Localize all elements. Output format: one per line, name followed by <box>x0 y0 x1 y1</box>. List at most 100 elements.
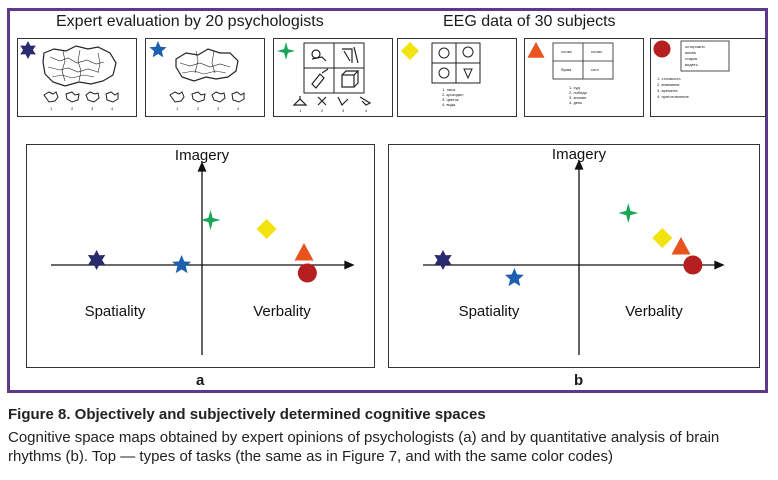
points-b <box>434 203 703 287</box>
jigsaw-lines <box>47 49 105 82</box>
task-6-box-4: видеть <box>685 62 698 67</box>
cognitive-map-panel-a: Imagery Spatiality Verbality <box>26 144 375 368</box>
task-5-cell-1: слово <box>561 49 573 54</box>
task-5-cell-4: слог <box>591 67 600 72</box>
task-4-list-1: 1. лиса <box>442 87 456 92</box>
task-1-number-3: 3 <box>91 106 94 111</box>
task-3-item-3: 3 <box>342 108 345 113</box>
point-b-task-6 <box>683 255 703 275</box>
task-6-box-3: старик <box>685 56 697 61</box>
task-1-number-2: 2 <box>71 106 74 111</box>
spatiality-label-a: Spatiality <box>85 303 146 320</box>
axes-a <box>51 161 355 355</box>
task-1-figure: 1 2 3 4 <box>20 41 119 111</box>
word-box <box>680 40 730 72</box>
panel-label-b: b <box>574 372 584 389</box>
task-6-list-2: 2. внимание <box>657 82 680 87</box>
object-drawings <box>311 46 360 89</box>
cognitive-map-a: Imagery Spatiality Verbality <box>51 147 355 355</box>
task-1-marker <box>20 41 36 59</box>
jigsaw-pieces <box>43 91 119 103</box>
task-2-number-2: 2 <box>197 106 200 111</box>
verbality-label-b: Verbality <box>625 303 683 320</box>
eeg-data-title: EEG data of 30 subjects <box>443 13 616 30</box>
task-4-list-3: 3. цветок <box>442 97 459 102</box>
figure-frame <box>7 8 768 393</box>
task-5-marker <box>527 42 545 58</box>
figure-caption-body: Cognitive space maps obtained by expert … <box>8 429 720 465</box>
task-thumbnail-4: 1. лиса 2. крокодил 3. цветок 4. вода <box>397 38 517 117</box>
task-5-cell-2: слово <box>591 49 603 54</box>
imagery-axis-label-b: Imagery <box>552 146 607 163</box>
imagery-axis-label-a: Imagery <box>175 147 230 164</box>
task-thumbnail-3: 1 2 3 4 <box>273 38 393 117</box>
cognitive-map-panel-b: Imagery Spatiality Verbality <box>388 144 760 368</box>
task-5-list-1: 1. суд <box>569 85 580 90</box>
task-6-list-4: 4. приготовление <box>657 94 690 99</box>
task-4-legend-marker <box>401 42 419 60</box>
jigsaw-lines <box>179 50 231 75</box>
task-5-legend-marker <box>527 42 545 58</box>
point-b-task-3 <box>618 203 639 223</box>
task-thumbnail-6: осторожно жизнь старик видеть 1. стоимос… <box>650 38 766 117</box>
task-3-figure: 1 2 3 4 <box>277 42 372 113</box>
expert-evaluation-title: Expert evaluation by 20 psychologists <box>56 13 324 30</box>
task-5-list-2: 2. победа <box>569 90 588 95</box>
task-thumbnail-1: 1 2 3 4 <box>17 38 137 117</box>
point-a-task-1 <box>87 250 106 270</box>
point-a-task-5 <box>294 243 314 261</box>
task-5-figure: слово слово буква слог 1. суд 2. победа … <box>527 42 614 105</box>
point-a-task-6 <box>297 263 317 283</box>
point-a-task-4 <box>256 219 277 239</box>
task-3-legend-marker <box>277 42 295 60</box>
task-thumbnail-2: 1 2 3 4 <box>145 38 265 117</box>
task-2-number-3: 3 <box>217 106 220 111</box>
task-5-list-3: 3. знание <box>569 95 587 100</box>
cognitive-map-b: Imagery Spatiality Verbality <box>423 146 725 355</box>
axes-b <box>423 159 725 355</box>
object-grid <box>303 42 365 94</box>
task-2-figure: 1 2 3 4 <box>149 41 245 111</box>
task-3-item-4: 4 <box>365 108 368 113</box>
task-4-marker <box>401 42 419 60</box>
task-6-list-3: 3. времена <box>657 88 678 93</box>
jigsaw-cluster <box>175 48 239 82</box>
task-3-item-1: 1 <box>299 108 302 113</box>
spatiality-label-b: Spatiality <box>459 303 520 320</box>
task-2-number-1: 1 <box>176 106 179 111</box>
task-2-marker <box>149 41 167 58</box>
task-3-marker <box>277 42 295 60</box>
task-5-list-4: 4. день <box>569 100 582 105</box>
task-5-cell-3: буква <box>561 67 572 72</box>
point-a-task-2 <box>172 255 192 274</box>
point-b-task-4 <box>652 228 673 248</box>
task-4-figure: 1. лиса 2. крокодил 3. цветок 4. вода <box>401 42 481 107</box>
task-2-number-4: 4 <box>237 106 240 111</box>
task-6-marker <box>653 40 671 58</box>
task-3-item-2: 2 <box>321 108 324 113</box>
task-6-list-1: 1. стоимость <box>657 76 681 81</box>
task-1-legend-marker <box>20 41 36 59</box>
task-1-number-4: 4 <box>111 106 114 111</box>
verbality-label-a: Verbality <box>253 303 311 320</box>
point-b-task-5 <box>671 237 691 255</box>
task-6-box-2: жизнь <box>685 50 696 55</box>
point-b-task-2 <box>504 268 524 287</box>
tool-drawings <box>292 96 372 107</box>
task-6-figure: осторожно жизнь старик видеть 1. стоимос… <box>653 40 730 99</box>
panel-label-a: a <box>196 372 205 389</box>
points-a <box>87 210 317 283</box>
picture-grid <box>431 42 481 84</box>
task-6-legend-marker <box>653 40 671 58</box>
jigsaw-pieces <box>169 91 245 103</box>
task-6-box-1: осторожно <box>685 44 706 49</box>
task-4-list-4: 4. вода <box>442 102 456 107</box>
point-a-task-3 <box>200 210 221 230</box>
figure-caption-title: Figure 8. Objectively and subjectively d… <box>8 406 486 423</box>
point-b-task-1 <box>434 250 452 270</box>
task-1-number-1: 1 <box>50 106 53 111</box>
task-thumbnail-5: слово слово буква слог 1. суд 2. победа … <box>524 38 644 117</box>
word-grid <box>552 42 614 80</box>
task-4-list-2: 2. крокодил <box>442 92 464 97</box>
task-2-legend-marker <box>149 41 167 58</box>
